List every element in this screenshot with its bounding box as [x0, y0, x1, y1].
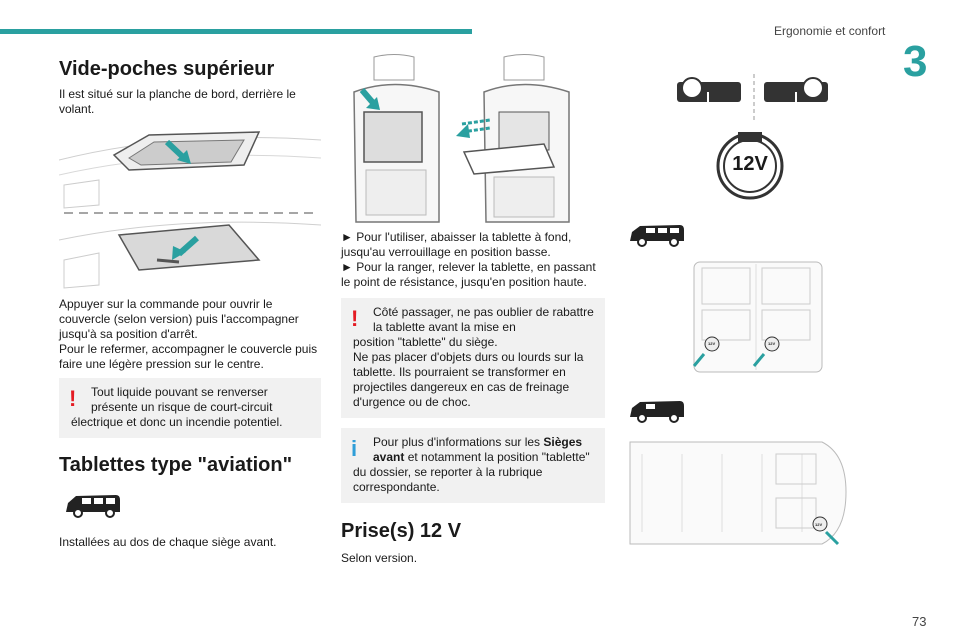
warning-text-first: Tout liquide pouvant se renverser présen… [91, 385, 273, 414]
van-icon-passenger-long [630, 225, 684, 247]
glovebox-illustration [59, 120, 321, 289]
warning-box-tablette: ! Côté passager, ne pas oublier de rabat… [341, 298, 605, 418]
left-column: Vide-poches supérieur Il est situé sur l… [59, 58, 321, 117]
interior-top-view-passenger [692, 261, 823, 373]
tablettes-installed-text: Installées au dos de chaque siège avant. [59, 535, 277, 549]
warning-text-first: Côté passager, ne pas oublier de rabattr… [373, 305, 594, 334]
chapter-number: 3 [903, 37, 928, 86]
vide-poches-open-text: Appuyer sur la commande pour ouvrir le c… [59, 297, 299, 341]
info-text-prefix: Pour plus d'informations sur les [373, 435, 544, 449]
socket-label-left: 12V [708, 341, 716, 346]
vide-poches-intro: Il est situé sur la planche de bord, der… [59, 87, 296, 116]
info-text-rest: du dossier, se reporter à la rubrique co… [353, 465, 543, 494]
section-title-prise-12v: Prise(s) 12 V [341, 520, 462, 542]
warning-text-rest: électrique et donc un incendie potentiel… [71, 415, 283, 429]
info-text-bold-sieges[interactable]: Sièges [543, 435, 583, 449]
left-installed: Installées au dos de chaque siège avant. [59, 535, 321, 550]
warning-text-rest: position "tablette" du siège. [353, 335, 498, 349]
aviation-tray-illustration [353, 54, 570, 223]
interior-top-view-utility [629, 441, 847, 546]
warning-text-objects: Ne pas placer d'objets durs ou lourds su… [353, 350, 584, 409]
vide-poches-close-text: Pour le refermer, accompagner le couverc… [59, 342, 318, 371]
warning-icon: ! [351, 306, 359, 331]
info-icon: i [351, 436, 358, 461]
info-text-bold-avant[interactable]: avant [373, 450, 405, 464]
warning-box-liquid: ! Tout liquide pouvant se renverser prés… [59, 378, 321, 438]
van-icon-passenger [66, 495, 120, 518]
left-section2: Tablettes type "aviation" [59, 454, 321, 477]
middle-section-12v: Prise(s) 12 V Selon version. [341, 520, 605, 566]
info-text-suffix: et notamment la position "tablette" [404, 450, 590, 464]
selon-version-text: Selon version. [341, 551, 418, 565]
info-box-sieges: i Pour plus d'informations sur les Siège… [341, 428, 605, 503]
left-body: Appuyer sur la commande pour ouvrir le c… [59, 297, 321, 372]
page-number: 73 [912, 614, 927, 629]
step-store-text: ► Pour la ranger, relever la tablette, e… [341, 260, 596, 289]
middle-steps: ► Pour l'utiliser, abaisser la tablette … [341, 230, 605, 290]
header-accent-bar [0, 29, 472, 34]
socket-12v-label: 12V [732, 153, 768, 175]
section-title-vide-poches: Vide-poches supérieur [59, 58, 275, 80]
steering-position-icons [677, 74, 828, 122]
section-title-tablettes: Tablettes type "aviation" [59, 454, 293, 476]
van-icon-utility [630, 401, 684, 423]
chapter-name: Ergonomie et confort [774, 24, 886, 38]
socket-12v-icon: 12V [714, 128, 786, 200]
warning-icon: ! [69, 386, 77, 411]
step-use-text: ► Pour l'utiliser, abaisser la tablette … [341, 230, 572, 259]
socket-label-right: 12V [768, 341, 776, 346]
socket-label-utility: 12V [815, 522, 823, 527]
